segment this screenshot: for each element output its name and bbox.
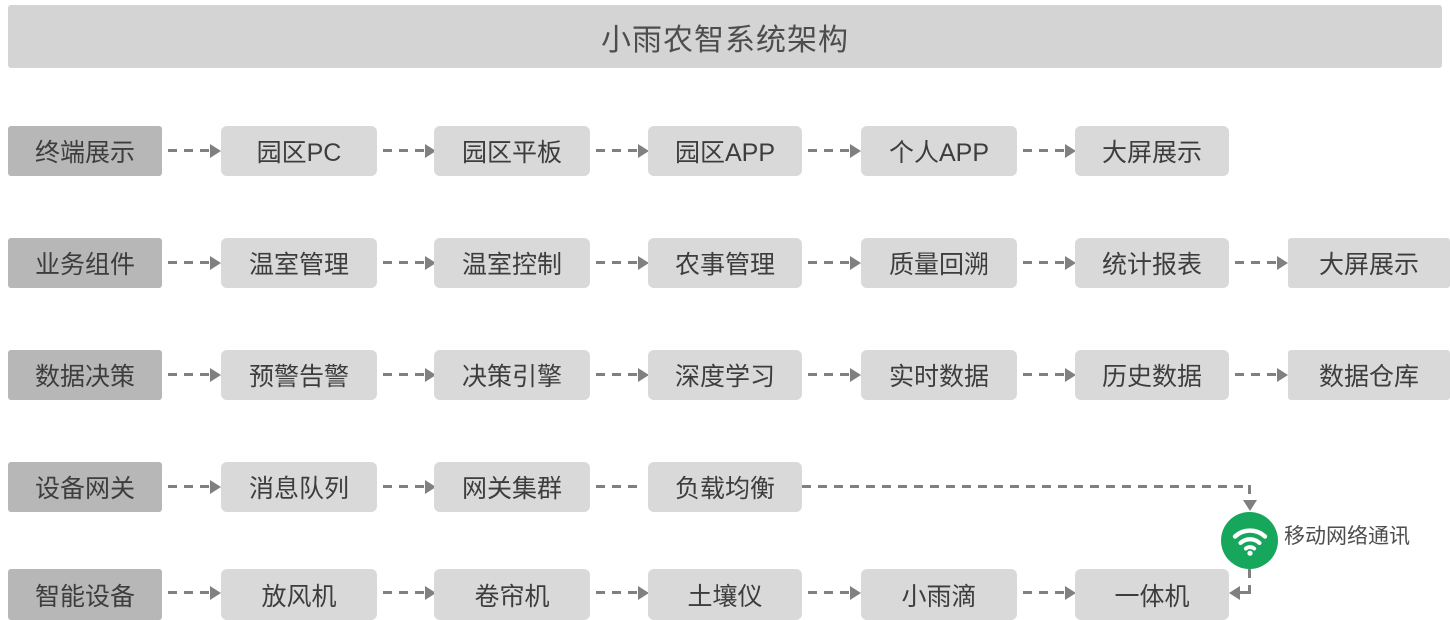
arrowhead-r3-c3 bbox=[850, 368, 861, 382]
node-r2-greenhouse-control[interactable]: 温室控制 bbox=[434, 238, 590, 288]
connector-r2-c1 bbox=[383, 261, 425, 264]
connector-r5-c2 bbox=[596, 591, 638, 594]
connector-r3-c5 bbox=[1235, 373, 1277, 376]
arrowhead-r3-c1 bbox=[425, 368, 436, 382]
connector-r5-c1 bbox=[383, 591, 425, 594]
node-r1-park-tablet[interactable]: 园区平板 bbox=[434, 126, 590, 176]
node-r2-greenhouse-management[interactable]: 温室管理 bbox=[221, 238, 377, 288]
node-r5-xiaoyudi[interactable]: 小雨滴 bbox=[861, 569, 1017, 620]
connector-r2-c2 bbox=[596, 261, 638, 264]
arrowhead-r5-c3 bbox=[850, 586, 861, 600]
row-label-business-component[interactable]: 业务组件 bbox=[8, 238, 162, 288]
node-r4-message-queue[interactable]: 消息队列 bbox=[221, 462, 377, 512]
node-r3-deep-learning[interactable]: 深度学习 bbox=[648, 350, 802, 400]
node-r5-rolling-shutter[interactable]: 卷帘机 bbox=[434, 569, 590, 620]
connector-loadbalancer-to-wifi-horizontal bbox=[802, 485, 1251, 488]
arrowhead-r5-c0 bbox=[210, 586, 221, 600]
wifi-icon bbox=[1221, 512, 1278, 569]
connector-r1-c1 bbox=[383, 149, 425, 152]
connector-r5-c4 bbox=[1023, 591, 1065, 594]
connector-r2-c5 bbox=[1235, 261, 1277, 264]
node-r2-quality-traceability[interactable]: 质量回溯 bbox=[861, 238, 1017, 288]
arrowhead-r1-c1 bbox=[425, 144, 436, 158]
arrowhead-r5-c1 bbox=[425, 586, 436, 600]
arrowhead-r4-c0 bbox=[210, 480, 221, 494]
connector-r4-c0 bbox=[168, 485, 210, 488]
arrowhead-r3-c4 bbox=[1065, 368, 1076, 382]
connector-r2-c3 bbox=[808, 261, 850, 264]
connector-wifi-to-device-horizontal bbox=[1240, 591, 1252, 594]
connector-loadbalancer-to-wifi-vertical bbox=[1248, 485, 1251, 502]
node-r3-realtime-data[interactable]: 实时数据 bbox=[861, 350, 1017, 400]
arrowhead-r2-c4 bbox=[1065, 256, 1076, 270]
page-title: 小雨农智系统架构 bbox=[601, 23, 849, 57]
node-r2-statistics-report[interactable]: 统计报表 bbox=[1075, 238, 1229, 288]
arrowhead-r1-c4 bbox=[1065, 144, 1076, 158]
arrowhead-r5-c2 bbox=[638, 586, 649, 600]
arrowhead-r2-c2 bbox=[638, 256, 649, 270]
node-r3-data-warehouse[interactable]: 数据仓库 bbox=[1288, 350, 1450, 400]
connector-r1-c4 bbox=[1023, 149, 1065, 152]
connector-r2-c4 bbox=[1023, 261, 1065, 264]
connector-r1-c2 bbox=[596, 149, 638, 152]
connector-r3-c4 bbox=[1023, 373, 1065, 376]
connector-r4-c1 bbox=[383, 485, 425, 488]
node-r1-personal-app[interactable]: 个人APP bbox=[861, 126, 1017, 176]
wifi-annotation-label: 移动网络通讯 bbox=[1284, 524, 1410, 548]
node-r1-big-screen[interactable]: 大屏展示 bbox=[1075, 126, 1229, 176]
row-label-device-gateway[interactable]: 设备网关 bbox=[8, 462, 162, 512]
arrowhead-r2-c5 bbox=[1277, 256, 1288, 270]
node-r3-early-warning-alarm[interactable]: 预警告警 bbox=[221, 350, 377, 400]
node-r4-load-balancer[interactable]: 负载均衡 bbox=[648, 462, 802, 512]
arrowhead-r1-c2 bbox=[638, 144, 649, 158]
arrowhead-r2-c0 bbox=[210, 256, 221, 270]
node-r5-all-in-one-machine[interactable]: 一体机 bbox=[1075, 569, 1229, 620]
arrowhead-to-wifi bbox=[1243, 500, 1257, 511]
arrowhead-r3-c0 bbox=[210, 368, 221, 382]
connector-wifi-to-device-vertical bbox=[1248, 569, 1251, 594]
connector-r4-c2 bbox=[596, 485, 644, 488]
connector-r1-c0 bbox=[168, 149, 210, 152]
node-r3-historical-data[interactable]: 历史数据 bbox=[1075, 350, 1229, 400]
arrowhead-r2-c1 bbox=[425, 256, 436, 270]
arrowhead-to-all-in-one bbox=[1229, 586, 1240, 600]
arrowhead-r1-c3 bbox=[850, 144, 861, 158]
connector-r3-c0 bbox=[168, 373, 210, 376]
page-title-bar: 小雨农智系统架构 bbox=[8, 5, 1442, 68]
arrowhead-r5-c4 bbox=[1065, 586, 1076, 600]
node-r3-decision-engine[interactable]: 决策引擎 bbox=[434, 350, 590, 400]
arrowhead-r3-c5 bbox=[1277, 368, 1288, 382]
node-r2-big-screen[interactable]: 大屏展示 bbox=[1288, 238, 1450, 288]
row-label-terminal-display[interactable]: 终端展示 bbox=[8, 126, 162, 176]
node-r5-soil-meter[interactable]: 土壤仪 bbox=[648, 569, 802, 620]
node-r1-park-pc[interactable]: 园区PC bbox=[221, 126, 377, 176]
connector-r5-c0 bbox=[168, 591, 210, 594]
connector-r5-c3 bbox=[808, 591, 850, 594]
arrowhead-r3-c2 bbox=[638, 368, 649, 382]
connector-r3-c1 bbox=[383, 373, 425, 376]
node-r5-ventilation-fan[interactable]: 放风机 bbox=[221, 569, 377, 620]
arrowhead-r2-c3 bbox=[850, 256, 861, 270]
row-label-data-decision[interactable]: 数据决策 bbox=[8, 350, 162, 400]
connector-r1-c3 bbox=[808, 149, 850, 152]
node-r2-farming-management[interactable]: 农事管理 bbox=[648, 238, 802, 288]
arrowhead-r4-c1 bbox=[425, 480, 436, 494]
row-label-smart-device[interactable]: 智能设备 bbox=[8, 569, 162, 620]
connector-r3-c3 bbox=[808, 373, 850, 376]
connector-r3-c2 bbox=[596, 373, 638, 376]
arrowhead-r1-c0 bbox=[210, 144, 221, 158]
node-r1-park-app[interactable]: 园区APP bbox=[648, 126, 802, 176]
connector-r2-c0 bbox=[168, 261, 210, 264]
node-r4-gateway-cluster[interactable]: 网关集群 bbox=[434, 462, 590, 512]
